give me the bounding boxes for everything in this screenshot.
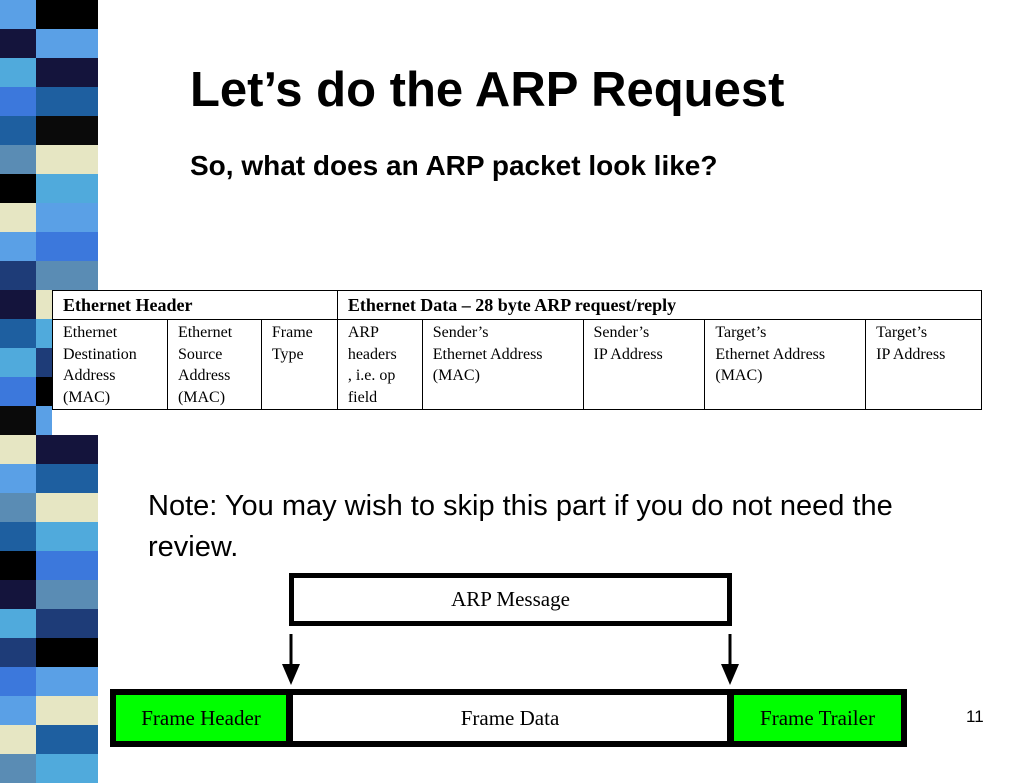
strip-tile xyxy=(0,145,36,174)
strip-tile xyxy=(0,348,36,377)
down-arrow-icon xyxy=(282,634,300,685)
strip-tile xyxy=(36,754,98,783)
ethernet-data-group: Ethernet Data – 28 byte ARP request/repl… xyxy=(336,290,983,320)
field-arp-headers: ARP headers , i.e. op field xyxy=(336,319,423,410)
frame-outline: Frame Header Frame Data Frame Trailer xyxy=(110,689,907,747)
arp-packet-table: Ethernet Header Ethernet Data – 28 byte … xyxy=(52,290,983,410)
strip-tile xyxy=(36,522,98,551)
arp-packet-table-panel: Ethernet Header Ethernet Data – 28 byte … xyxy=(52,290,983,435)
strip-tile xyxy=(0,174,36,203)
frame-trailer-label: Frame Trailer xyxy=(760,705,875,730)
strip-tile xyxy=(36,203,98,232)
strip-tile xyxy=(36,609,98,638)
field-ethernet-destination-address: Ethernet Destination Address (MAC) xyxy=(52,319,168,410)
strip-tile xyxy=(0,725,36,754)
strip-tile xyxy=(36,493,98,522)
frame-header-label: Frame Header xyxy=(141,705,261,730)
frame-diagram: ARP Message Frame Header Frame Data Fram… xyxy=(108,570,908,750)
slide-title: Let’s do the ARP Request xyxy=(190,63,785,117)
strip-tile xyxy=(0,261,36,290)
strip-tile xyxy=(0,290,36,319)
strip-tile xyxy=(36,580,98,609)
frame-trailer-box: Frame Trailer xyxy=(734,695,901,741)
field-frame-type: Frame Type xyxy=(260,319,338,410)
table-group-row: Ethernet Header Ethernet Data – 28 byte … xyxy=(52,290,983,320)
strip-tile xyxy=(0,464,36,493)
field-target-ethernet-address: Target’s Ethernet Address (MAC) xyxy=(704,319,867,410)
strip-tile xyxy=(0,493,36,522)
strip-tile xyxy=(36,145,98,174)
field-sender-ip-address: Sender’s IP Address xyxy=(582,319,706,410)
slide-number: 11 xyxy=(966,707,984,726)
strip-tile xyxy=(0,0,36,29)
field-ethernet-source-address: Ethernet Source Address (MAC) xyxy=(166,319,262,410)
strip-tile xyxy=(36,435,98,464)
frame-data-box: Frame Data xyxy=(293,695,727,741)
table-field-row: Ethernet Destination Address (MAC) Ether… xyxy=(52,319,982,410)
strip-tile xyxy=(36,0,98,29)
strip-tile xyxy=(36,638,98,667)
strip-tile xyxy=(0,319,36,348)
strip-tile xyxy=(36,232,98,261)
frame-header-box: Frame Header xyxy=(116,695,286,741)
strip-tile xyxy=(0,580,36,609)
strip-tile xyxy=(36,87,98,116)
strip-tile xyxy=(0,203,36,232)
strip-tile xyxy=(36,725,98,754)
strip-tile xyxy=(0,87,36,116)
strip-tile xyxy=(0,609,36,638)
strip-tile xyxy=(0,377,36,406)
field-sender-ethernet-address: Sender’s Ethernet Address (MAC) xyxy=(421,319,584,410)
strip-tile xyxy=(36,696,98,725)
frame-data-label: Frame Data xyxy=(460,705,560,730)
ethernet-header-group: Ethernet Header xyxy=(52,290,338,320)
arp-message-label: ARP Message xyxy=(451,587,570,611)
strip-tile xyxy=(0,638,36,667)
strip-tile xyxy=(36,58,98,87)
strip-tile xyxy=(0,58,36,87)
strip-tile xyxy=(36,667,98,696)
strip-tile xyxy=(36,464,98,493)
strip-tile xyxy=(36,116,98,145)
slide-subtitle: So, what does an ARP packet look like? xyxy=(190,150,718,181)
strip-tile xyxy=(0,551,36,580)
down-arrow-icon xyxy=(721,634,739,685)
decorative-side-strip xyxy=(0,0,112,783)
field-target-ip-address: Target’s IP Address xyxy=(865,319,982,410)
strip-tile xyxy=(0,696,36,725)
strip-tile xyxy=(0,116,36,145)
strip-tile xyxy=(0,754,36,783)
strip-tile xyxy=(36,174,98,203)
strip-tile xyxy=(0,406,36,435)
strip-tile xyxy=(0,522,36,551)
strip-tile xyxy=(0,29,36,58)
strip-tile xyxy=(36,551,98,580)
arp-message-box: ARP Message xyxy=(289,573,732,626)
strip-tile xyxy=(0,435,36,464)
strip-tile xyxy=(0,667,36,696)
review-note: Note: You may wish to skip this part if … xyxy=(148,490,893,563)
strip-tile xyxy=(36,29,98,58)
strip-tile xyxy=(36,261,98,290)
strip-tile xyxy=(0,232,36,261)
